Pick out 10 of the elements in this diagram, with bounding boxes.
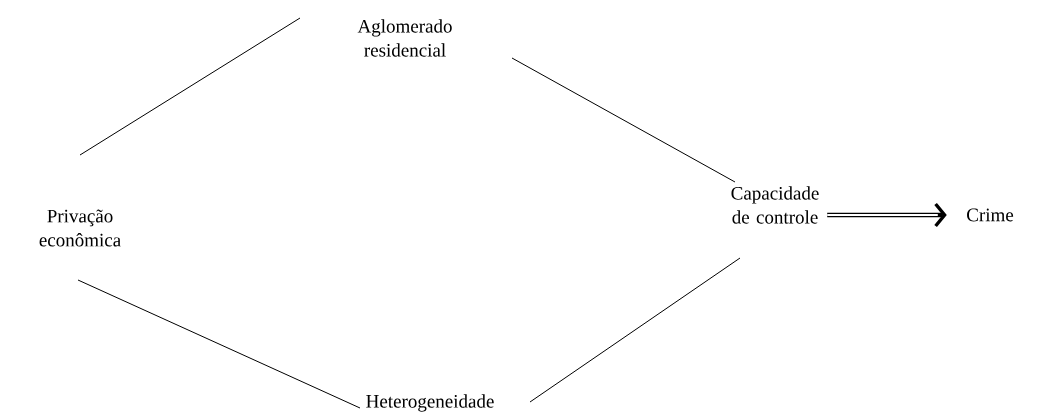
- connector-line: [77, 279, 361, 409]
- node-label: Aglomerado residencial: [357, 19, 452, 57]
- connector-line: [529, 257, 741, 403]
- connector-line: [79, 17, 301, 156]
- connector-line: [511, 57, 736, 183]
- arrow: [826, 202, 947, 228]
- node-label: Crime: [967, 208, 1014, 222]
- node-label: Capacidade de controle: [731, 186, 819, 224]
- node-label: Heterogeneidade: [366, 394, 494, 412]
- node-label: Privação econômica: [39, 209, 121, 247]
